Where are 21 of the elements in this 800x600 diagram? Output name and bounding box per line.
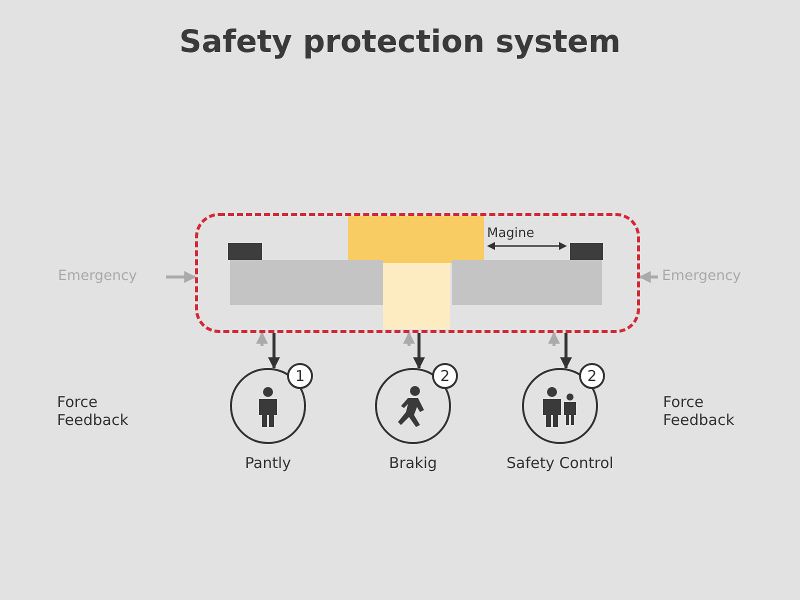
side-note: Force Feedback: [57, 393, 130, 429]
side-note: Force Feedback: [663, 393, 736, 429]
arrow: [413, 333, 425, 370]
arrow: [256, 332, 268, 346]
dashed-boundary: [195, 213, 640, 333]
arrow: [403, 332, 415, 346]
node-label: Safety Control: [506, 454, 614, 472]
diagram-title: Safety protection system: [178, 24, 622, 60]
arrow: [548, 332, 560, 346]
arrow: [166, 271, 196, 283]
number-badge: 2: [432, 363, 458, 389]
node-label: Pantly: [244, 454, 292, 472]
number-badge: 1: [287, 363, 313, 389]
input-label: Emergency: [58, 268, 158, 286]
input-label: Emergency: [662, 268, 762, 286]
number-badge: 2: [579, 363, 605, 389]
arrow: [268, 333, 280, 370]
part-label: Magine: [487, 226, 536, 241]
node-label: Brakig: [388, 454, 438, 472]
arrow: [638, 271, 658, 283]
arrow: [560, 333, 572, 370]
